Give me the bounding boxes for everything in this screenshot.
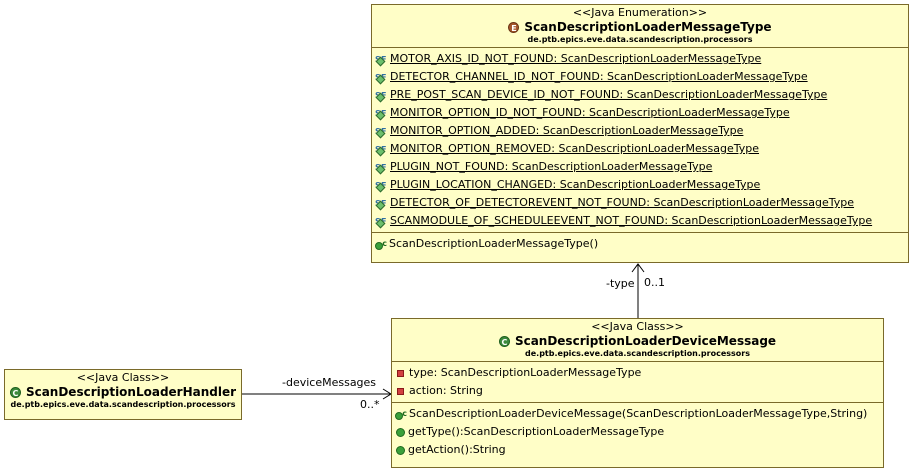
constructor-text: ScanDescriptionLoaderDeviceMessage(ScanD… — [409, 407, 868, 420]
device-message-package: de.ptb.epics.eve.data.scandescription.pr… — [525, 349, 750, 358]
enum-literal-text: PLUGIN_NOT_FOUND: ScanDescriptionLoaderM… — [390, 160, 713, 173]
enum-package: de.ptb.epics.eve.data.scandescription.pr… — [527, 35, 753, 44]
static-final-field-icon: SF — [375, 178, 389, 193]
enum-literal[interactable]: SF DETECTOR_OF_DETECTOREVENT_NOT_FOUND: … — [375, 194, 908, 212]
static-final-field-icon: SF — [375, 142, 389, 157]
enum-scan-description-loader-message-type[interactable]: <<Java Enumeration>> E ScanDescriptionLo… — [371, 4, 909, 263]
device-message-methods-section: c ScanDescriptionLoaderDeviceMessage(Sca… — [392, 402, 883, 461]
static-final-field-icon: SF — [375, 106, 389, 121]
enum-literal-text: MOTOR_AXIS_ID_NOT_FOUND: ScanDescription… — [390, 52, 762, 65]
device-message-title: C ScanDescriptionLoaderDeviceMessage — [392, 333, 883, 349]
enum-stereotype: <<Java Enumeration>> — [572, 6, 708, 19]
handler-stereotype: <<Java Class>> — [76, 371, 170, 384]
type-role-label: -type — [606, 277, 635, 290]
enum-literal-text: MONITOR_OPTION_REMOVED: ScanDescriptionL… — [390, 142, 760, 155]
handler-title: C ScanDescriptionLoaderHandler — [5, 384, 241, 400]
static-final-field-icon: SF — [375, 214, 389, 229]
enum-literal[interactable]: SF MONITOR_OPTION_REMOVED: ScanDescripti… — [375, 140, 908, 158]
device-message-name: ScanDescriptionLoaderDeviceMessage — [514, 334, 777, 348]
method-text: getType():ScanDescriptionLoaderMessageTy… — [408, 425, 665, 438]
enum-literal-text: DETECTOR_OF_DETECTOREVENT_NOT_FOUND: Sca… — [390, 196, 855, 209]
handler-package: de.ptb.epics.eve.data.scandescription.pr… — [10, 400, 236, 409]
enum-literal-text: PRE_POST_SCAN_DEVICE_ID_NOT_FOUND: ScanD… — [390, 88, 828, 101]
field-text: type: ScanDescriptionLoaderMessageType — [409, 366, 642, 379]
static-final-field-icon: SF — [375, 160, 389, 175]
type-multiplicity-label: 0..1 — [644, 276, 665, 289]
class-scan-description-loader-device-message[interactable]: <<Java Class>> C ScanDescriptionLoaderDe… — [391, 318, 884, 468]
static-final-field-icon: SF — [375, 124, 389, 139]
field-row[interactable]: action: String — [395, 382, 883, 400]
enum-literal[interactable]: SF MONITOR_OPTION_ADDED: ScanDescription… — [375, 122, 908, 140]
handler-header: <<Java Class>> C ScanDescriptionLoaderHa… — [5, 370, 241, 412]
constructor-icon: c — [375, 238, 387, 250]
enum-literal[interactable]: SF DETECTOR_CHANNEL_ID_NOT_FOUND: ScanDe… — [375, 68, 908, 86]
constructor-row[interactable]: c ScanDescriptionLoaderDeviceMessage(Sca… — [395, 405, 883, 423]
static-final-field-icon: SF — [375, 52, 389, 67]
method-row[interactable]: getAction():String — [395, 441, 883, 459]
device-message-header: <<Java Class>> C ScanDescriptionLoaderDe… — [392, 319, 883, 362]
public-method-icon — [396, 427, 405, 437]
device-message-stereotype: <<Java Class>> — [591, 320, 684, 333]
enum-constructor[interactable]: c ScanDescriptionLoaderMessageType() — [375, 235, 908, 253]
class-c-icon: C — [498, 335, 510, 347]
class-c-icon: C — [9, 386, 21, 398]
field-row[interactable]: type: ScanDescriptionLoaderMessageType — [395, 364, 883, 382]
private-field-icon — [397, 369, 404, 377]
method-text: getAction():String — [408, 443, 506, 456]
enum-operations-section: c ScanDescriptionLoaderMessageType() — [372, 232, 908, 255]
enum-literal[interactable]: SF MOTOR_AXIS_ID_NOT_FOUND: ScanDescript… — [375, 50, 908, 68]
enum-literal-text: SCANMODULE_OF_SCHEDULEEVENT_NOT_FOUND: S… — [390, 214, 873, 227]
device-messages-multiplicity-label: 0..* — [360, 398, 380, 411]
enum-constructor-text: ScanDescriptionLoaderMessageType() — [389, 237, 599, 250]
field-text: action: String — [409, 384, 483, 397]
enum-literal-text: DETECTOR_CHANNEL_ID_NOT_FOUND: ScanDescr… — [390, 70, 808, 83]
enum-name: ScanDescriptionLoaderMessageType — [524, 20, 772, 34]
enum-literal[interactable]: SF PRE_POST_SCAN_DEVICE_ID_NOT_FOUND: Sc… — [375, 86, 908, 104]
enum-literals-section: SF MOTOR_AXIS_ID_NOT_FOUND: ScanDescript… — [372, 48, 908, 232]
enum-literal-text: MONITOR_OPTION_ADDED: ScanDescriptionLoa… — [390, 124, 744, 137]
enum-literal[interactable]: SF MONITOR_OPTION_ID_NOT_FOUND: ScanDesc… — [375, 104, 908, 122]
device-message-fields-section: type: ScanDescriptionLoaderMessageType a… — [392, 362, 883, 402]
enum-literal-text: MONITOR_OPTION_ID_NOT_FOUND: ScanDescrip… — [390, 106, 790, 119]
enum-literal[interactable]: SF PLUGIN_LOCATION_CHANGED: ScanDescript… — [375, 176, 908, 194]
enum-literal[interactable]: SF PLUGIN_NOT_FOUND: ScanDescriptionLoad… — [375, 158, 908, 176]
handler-name: ScanDescriptionLoaderHandler — [25, 385, 237, 399]
enum-header: <<Java Enumeration>> E ScanDescriptionLo… — [372, 5, 908, 48]
static-final-field-icon: SF — [375, 88, 389, 103]
static-final-field-icon: SF — [375, 196, 389, 211]
enum-literal-text: PLUGIN_LOCATION_CHANGED: ScanDescription… — [390, 178, 761, 191]
method-row[interactable]: getType():ScanDescriptionLoaderMessageTy… — [395, 423, 883, 441]
enum-title: E ScanDescriptionLoaderMessageType — [372, 19, 908, 35]
private-field-icon — [397, 387, 404, 395]
enum-e-icon: E — [508, 21, 520, 33]
static-final-field-icon: SF — [375, 70, 389, 85]
device-messages-role-label: -deviceMessages — [282, 376, 377, 389]
type-arrowhead — [631, 263, 645, 273]
enum-literal[interactable]: SF SCANMODULE_OF_SCHEDULEEVENT_NOT_FOUND… — [375, 212, 908, 230]
constructor-icon: c — [395, 408, 407, 420]
public-method-icon — [396, 445, 405, 455]
class-scan-description-loader-handler[interactable]: <<Java Class>> C ScanDescriptionLoaderHa… — [4, 369, 242, 420]
